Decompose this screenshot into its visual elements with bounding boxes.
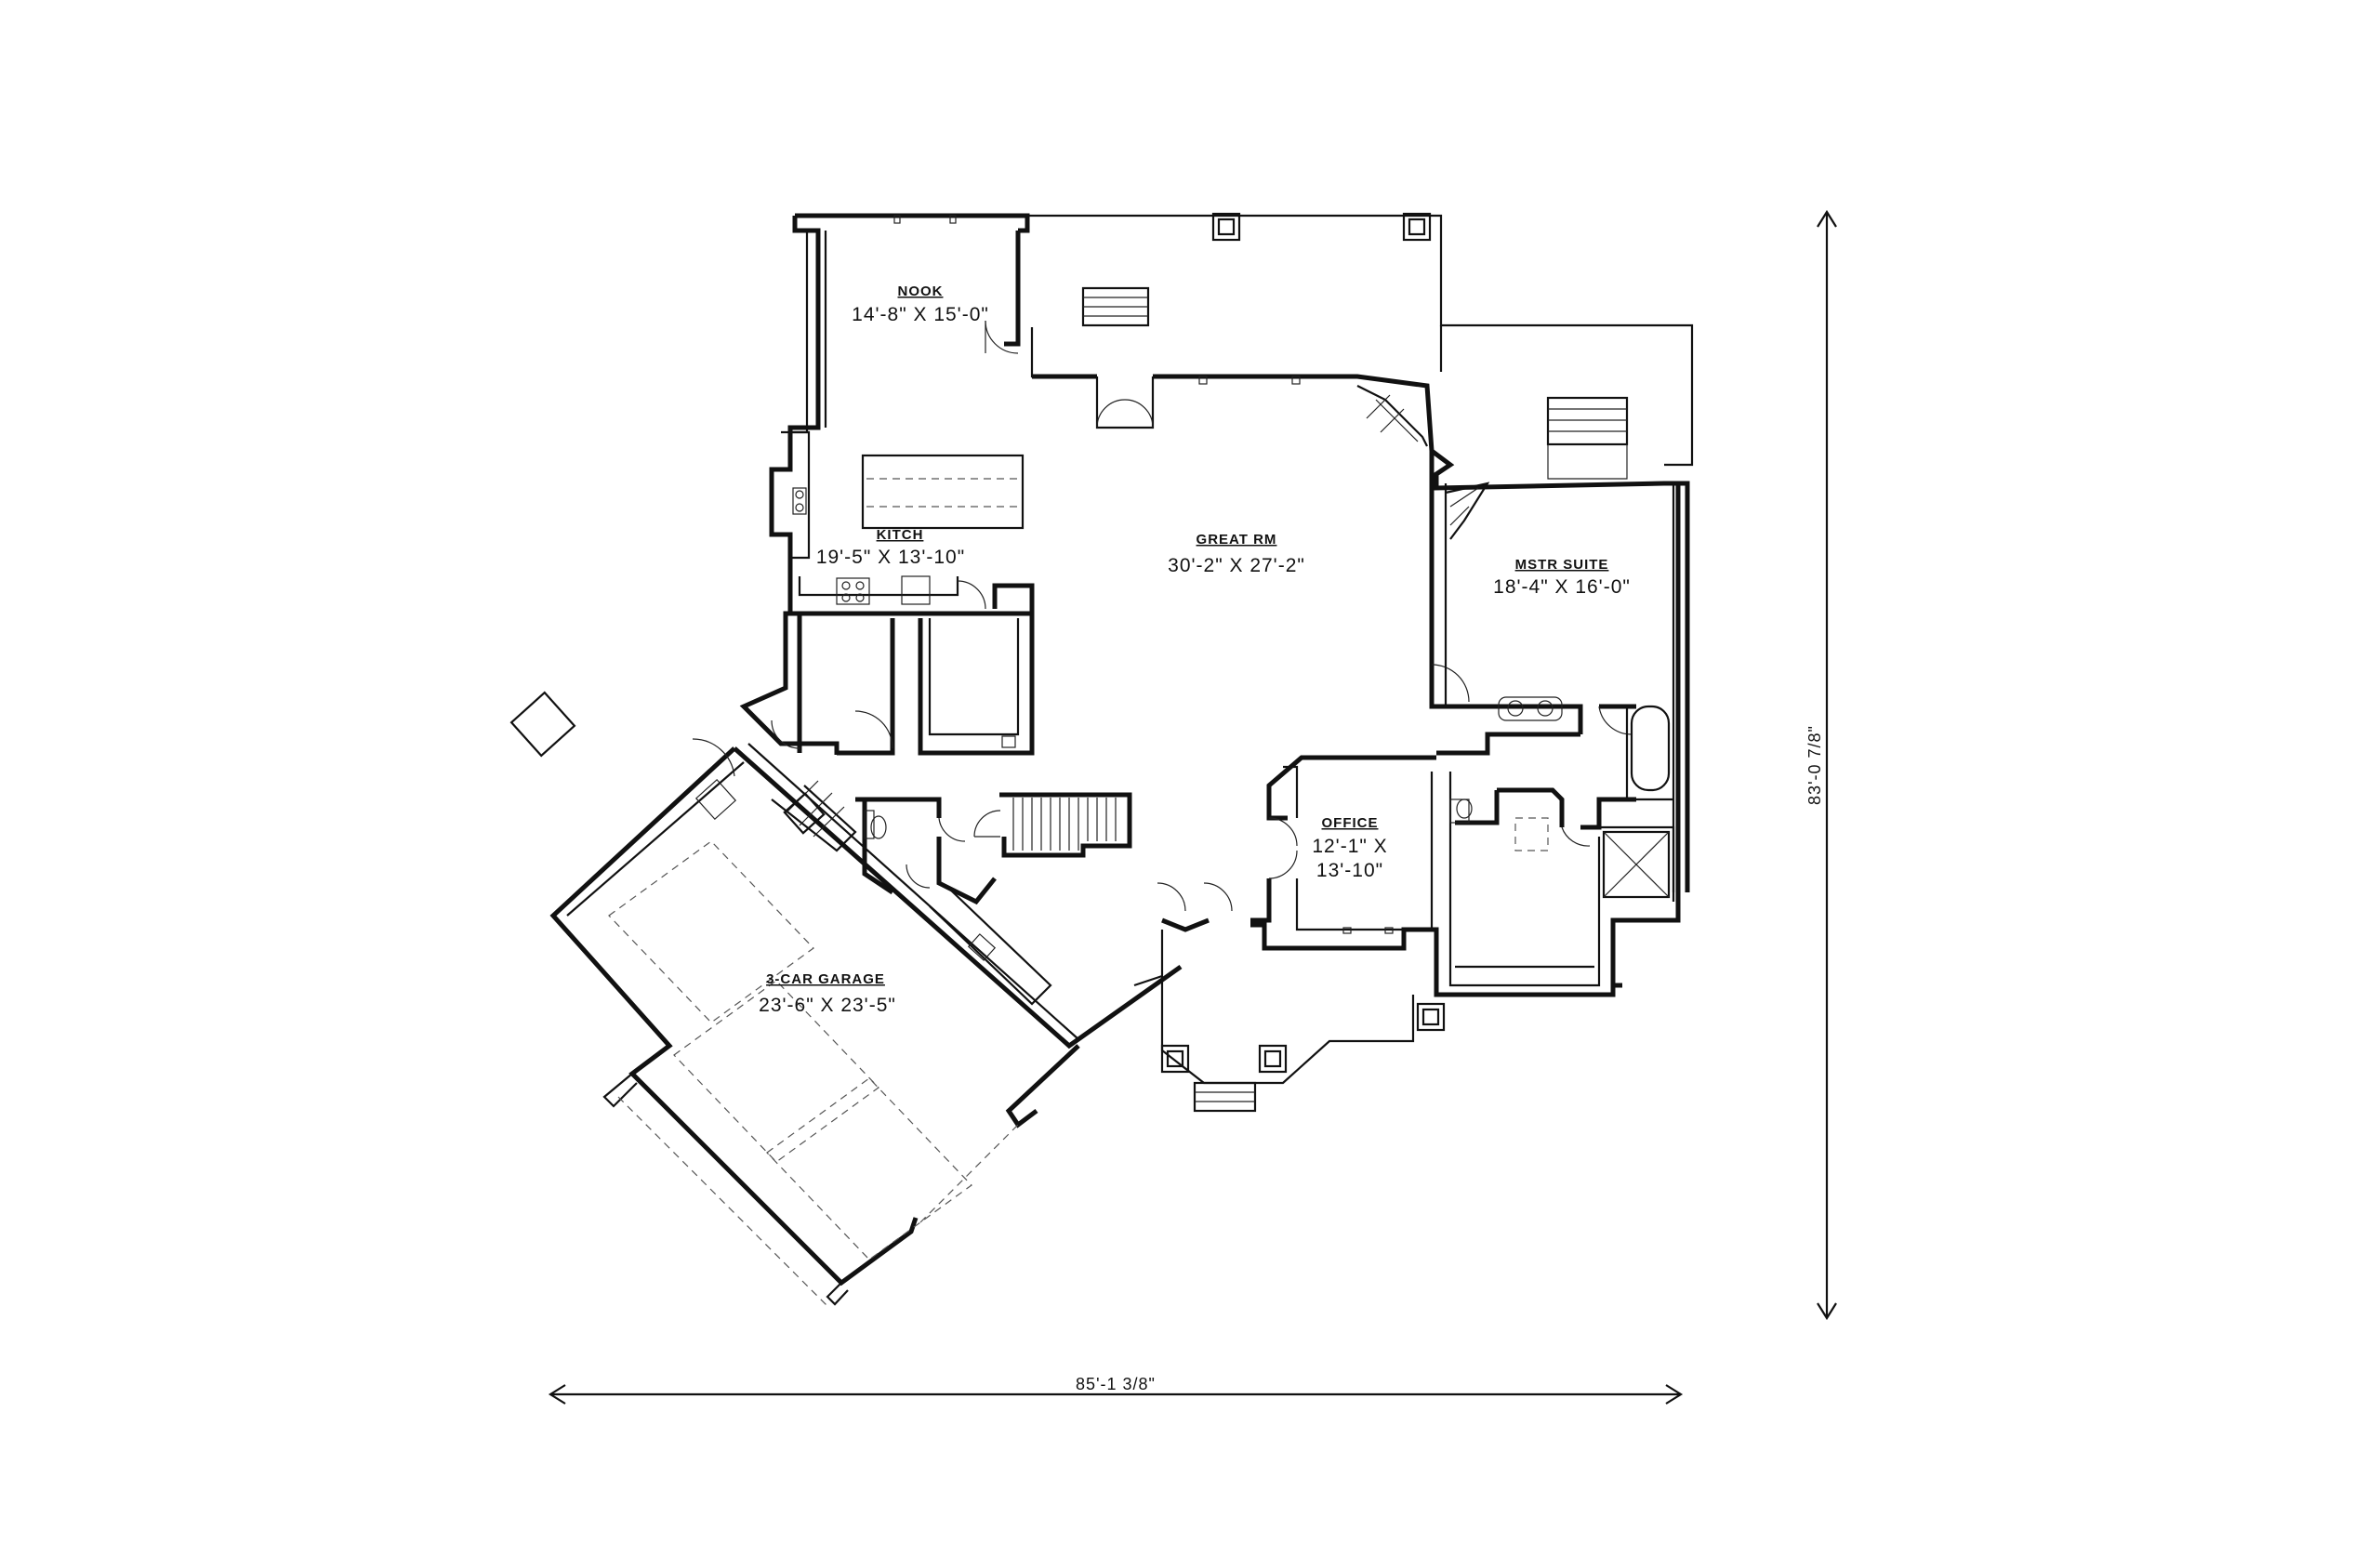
kitchen-name: KITCH <box>877 527 924 543</box>
porch-details <box>1081 212 1629 1113</box>
master-suite-dims: 18'-4" X 16'-0" <box>1493 576 1631 598</box>
room-labels: NOOK 14'-8" X 15'-0" KITCH 19'-5" X 13'-… <box>759 284 1631 1016</box>
kitchen-room <box>786 430 1035 616</box>
exterior-walls <box>739 213 1694 1085</box>
pantry-laundry <box>771 614 1035 756</box>
master-suite <box>1444 482 1675 892</box>
overall-depth-label: 83'-0 7/8" <box>1805 725 1824 805</box>
office-dims-line2: 13'-10" <box>1316 860 1383 881</box>
depth-dimension: 83'-0 7/8" <box>1805 209 1837 1321</box>
master-suite-name: MSTR SUITE <box>1515 557 1609 573</box>
nook-room <box>824 215 1021 428</box>
overall-width-label: 85'-1 3/8" <box>1076 1375 1156 1393</box>
great-room <box>1095 376 1470 709</box>
office-name: OFFICE <box>1322 815 1379 831</box>
kitchen-dims: 19'-5" X 13'-10" <box>816 547 965 568</box>
garage <box>509 691 1183 1307</box>
garage-dims: 23'-6" X 23'-5" <box>759 995 896 1016</box>
master-bath <box>1436 732 1675 988</box>
stairs-hall <box>855 792 1132 905</box>
garage-name: 3-CAR GARAGE <box>766 971 885 987</box>
office-room <box>1268 765 1434 934</box>
width-dimension: 85'-1 3/8" <box>548 1375 1684 1405</box>
nook-dims: 14'-8" X 15'-0" <box>852 304 989 325</box>
great-room-dims: 30'-2" X 27'-2" <box>1168 555 1305 576</box>
nook-name: NOOK <box>898 284 944 299</box>
office-dims-line1: 12'-1" X <box>1312 836 1387 857</box>
great-room-name: GREAT RM <box>1197 532 1277 548</box>
